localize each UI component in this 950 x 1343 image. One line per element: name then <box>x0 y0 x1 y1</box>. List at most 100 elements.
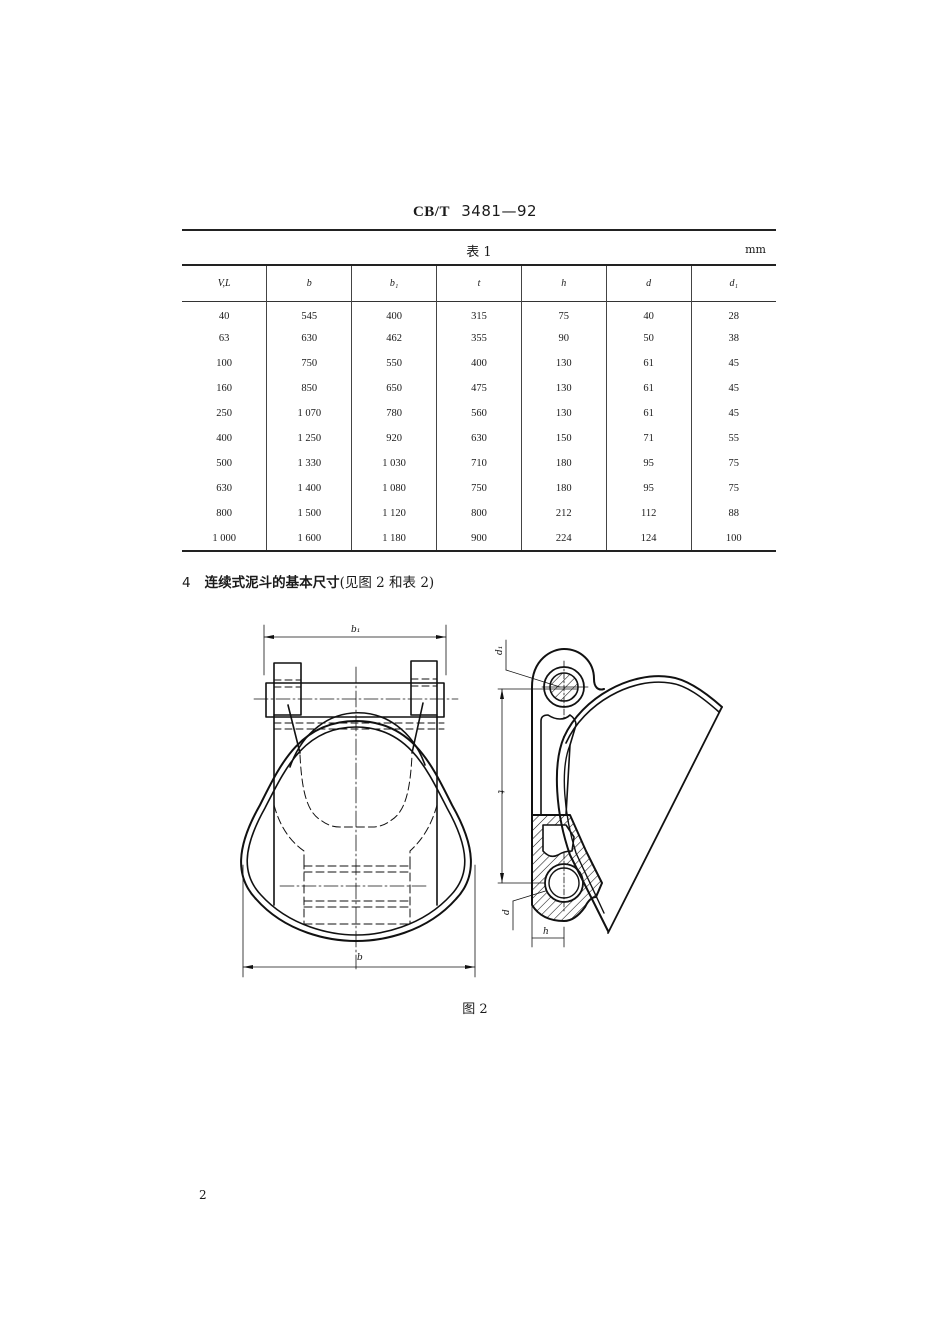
cell: 100 <box>690 526 776 551</box>
cell: 1 400 <box>266 476 353 501</box>
standard-code: CB/T <box>412 204 450 220</box>
table-row: 40 545 400 315 75 40 28 <box>182 301 776 326</box>
table-row: 630 1 400 1 080 750 180 95 75 <box>182 476 776 501</box>
cell: 475 <box>436 376 522 401</box>
table-row: 160 850 650 475 130 61 45 <box>182 376 776 401</box>
cell: 180 <box>520 476 607 501</box>
column-header-b: b <box>266 265 353 301</box>
cell: 630 <box>436 426 522 451</box>
column-header-b1: b₁ <box>351 265 438 301</box>
section-title: 连续式泥斗的基本尺寸 <box>204 575 340 591</box>
column-header-d1: d₁ <box>690 265 776 301</box>
cell: 780 <box>351 401 438 426</box>
cell: 1 250 <box>266 426 353 451</box>
cell: 1 120 <box>351 501 438 526</box>
cell: 630 <box>182 476 268 501</box>
cell: 63 <box>182 326 268 351</box>
column-header-volume: V,L <box>182 265 268 301</box>
cell: 180 <box>520 451 607 476</box>
dimension-label-t: t <box>495 790 505 794</box>
table-row: 800 1 500 1 120 800 212 112 88 <box>182 501 776 526</box>
cell: 500 <box>182 451 268 476</box>
table-title: 表 1 <box>466 245 492 260</box>
figure-caption: 图 2 <box>462 1002 488 1017</box>
cell: 61 <box>605 351 692 376</box>
cell: 95 <box>605 451 692 476</box>
cell: 355 <box>436 326 522 351</box>
cell: 40 <box>182 301 268 326</box>
cell: 1 600 <box>266 526 353 551</box>
table-unit: mm <box>745 243 766 256</box>
cell: 400 <box>182 426 268 451</box>
cell: 560 <box>436 401 522 426</box>
cell: 1 070 <box>266 401 353 426</box>
cell: 920 <box>351 426 438 451</box>
header-rule <box>182 229 776 231</box>
cell: 400 <box>436 351 522 376</box>
column-header-d: d <box>605 265 692 301</box>
cell: 1 330 <box>266 451 353 476</box>
section-reference: (见图 2 和表 2) <box>339 575 435 591</box>
cell: 130 <box>520 351 607 376</box>
page-number: 2 <box>199 1188 207 1202</box>
cell: 1 000 <box>182 526 268 551</box>
cell: 800 <box>436 501 522 526</box>
cell: 71 <box>605 426 692 451</box>
bucket-drawing: b₁ <box>240 624 723 978</box>
cell: 750 <box>266 351 353 376</box>
cell: 40 <box>605 301 692 326</box>
front-view: b₁ <box>240 624 476 978</box>
dimension-table: V,L b b₁ t h d d₁ 40 545 400 315 75 40 2… <box>182 264 776 552</box>
cell: 38 <box>690 326 776 351</box>
column-header-t: t <box>436 265 522 301</box>
table-row: 500 1 330 1 030 710 180 95 75 <box>182 451 776 476</box>
cell: 45 <box>690 376 776 401</box>
cell: 50 <box>605 326 692 351</box>
cell: 88 <box>690 501 776 526</box>
cell: 130 <box>520 376 607 401</box>
cell: 545 <box>266 301 353 326</box>
table-row: 250 1 070 780 560 130 61 45 <box>182 401 776 426</box>
cell: 100 <box>182 351 268 376</box>
cell: 90 <box>520 326 607 351</box>
cell: 710 <box>436 451 522 476</box>
cell: 212 <box>520 501 607 526</box>
dimension-label-b1: b₁ <box>351 625 360 635</box>
dimension-label-b: b <box>357 953 363 963</box>
cell: 1 180 <box>351 526 438 551</box>
cell: 1 080 <box>351 476 438 501</box>
table-row: 1 000 1 600 1 180 900 224 124 100 <box>182 526 776 551</box>
cell: 160 <box>182 376 268 401</box>
cell: 75 <box>520 301 607 326</box>
cell: 45 <box>690 401 776 426</box>
cell: 130 <box>520 401 607 426</box>
cell: 462 <box>351 326 438 351</box>
table-row: 100 750 550 400 130 61 45 <box>182 351 776 376</box>
document-header: CB/T 3481—92 <box>0 202 950 221</box>
section-number: 4 <box>182 575 191 591</box>
table-row: 400 1 250 920 630 150 71 55 <box>182 426 776 451</box>
cell: 45 <box>690 351 776 376</box>
cell: 1 030 <box>351 451 438 476</box>
cell: 1 500 <box>266 501 353 526</box>
side-section-view: t d₁ d h <box>495 639 723 948</box>
column-header-h: h <box>520 265 607 301</box>
cell: 75 <box>690 476 776 501</box>
table-row: 63 630 462 355 90 50 38 <box>182 326 776 351</box>
cell: 75 <box>690 451 776 476</box>
cell: 150 <box>520 426 607 451</box>
cell: 250 <box>182 401 268 426</box>
cell: 112 <box>605 501 692 526</box>
cell: 750 <box>436 476 522 501</box>
table-header-row: V,L b b₁ t h d d₁ <box>182 265 776 301</box>
cell: 315 <box>436 301 522 326</box>
cell: 550 <box>351 351 438 376</box>
cell: 61 <box>605 376 692 401</box>
dimension-label-d1: d₁ <box>495 646 505 655</box>
cell: 124 <box>605 526 692 551</box>
cell: 650 <box>351 376 438 401</box>
standard-number: 3481—92 <box>461 202 538 220</box>
cell: 61 <box>605 401 692 426</box>
cell: 28 <box>690 301 776 326</box>
cell: 800 <box>182 501 268 526</box>
